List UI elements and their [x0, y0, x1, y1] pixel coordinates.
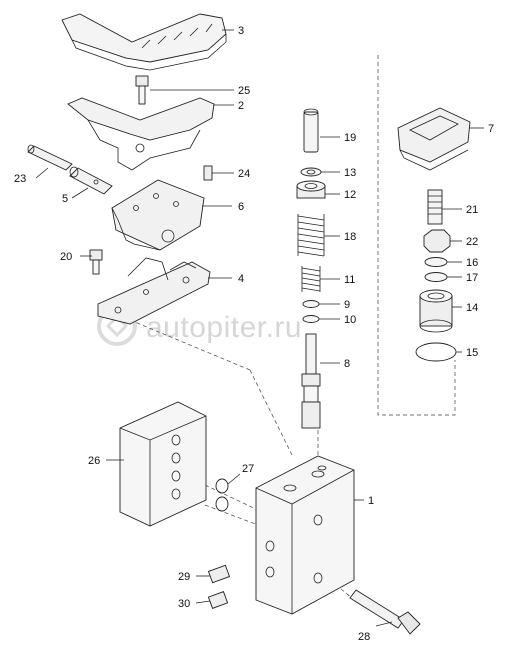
callout-8: 8: [344, 358, 350, 370]
plug-29: [207, 564, 231, 584]
callout-23: 23: [14, 173, 26, 185]
callout-9: 9: [344, 299, 350, 311]
leader-lines: [35, 29, 484, 627]
screw-24: [203, 165, 213, 181]
callout-1: 1: [368, 495, 374, 507]
spring-18: [297, 214, 325, 257]
assembly-guides: [129, 55, 456, 599]
callout-7: 7: [488, 123, 494, 135]
callout-27: 27: [242, 463, 254, 475]
callout-22: 22: [466, 236, 478, 248]
callout-29: 29: [178, 571, 190, 583]
callout-5: 5: [62, 193, 68, 205]
callout-20: 20: [60, 251, 72, 263]
callout-18: 18: [344, 231, 356, 243]
callout-11: 11: [344, 274, 355, 286]
callout-15: 15: [466, 347, 478, 359]
callout-16: 16: [466, 257, 478, 269]
bolt-28: [349, 589, 421, 635]
watermark: autopiter.ru: [97, 306, 302, 346]
callout-21: 21: [466, 204, 478, 216]
washer-9: [302, 300, 320, 308]
washer-10: [302, 315, 320, 323]
plug-30: [207, 591, 229, 609]
callout-labels: 3 25 2 24 6 4 23 5 20 19 13 12 18 11 9 1…: [14, 25, 494, 643]
pedal-arm: [67, 97, 215, 171]
callout-2: 2: [238, 100, 244, 112]
callout-14: 14: [466, 302, 478, 314]
guide-14: [419, 289, 453, 333]
washer-13: [300, 167, 322, 177]
pin-23: [27, 144, 73, 171]
nut-22: [423, 229, 451, 253]
bracket-6: [111, 179, 205, 251]
callout-10: 10: [344, 314, 356, 326]
oring-15: [415, 342, 457, 362]
callout-3: 3: [238, 25, 244, 37]
callout-17: 17: [466, 272, 478, 284]
bolt-20: [89, 249, 103, 275]
plate-26: [119, 401, 207, 527]
washer-17: [424, 272, 448, 282]
plunger-19: [303, 108, 319, 153]
callout-6: 6: [238, 201, 244, 213]
bolt-25: [135, 75, 149, 105]
callout-19: 19: [344, 132, 356, 144]
callout-4: 4: [238, 273, 244, 285]
spool-8: [301, 333, 321, 429]
oring-27: [215, 478, 229, 512]
ring-12: [296, 180, 326, 199]
watermark-text: autopiter.ru: [146, 311, 302, 344]
rod-21: [427, 189, 443, 225]
pedal-pad: [61, 13, 227, 71]
washer-16: [424, 257, 448, 267]
callout-24: 24: [238, 168, 250, 180]
callout-30: 30: [178, 598, 190, 610]
callout-26: 26: [88, 455, 100, 467]
pin-5: [69, 166, 113, 195]
callout-28: 28: [358, 631, 370, 643]
valve-body-1: [255, 455, 355, 615]
callout-25: 25: [238, 85, 250, 97]
callout-13: 13: [344, 167, 356, 179]
base-4: [97, 257, 211, 325]
boot-7: [397, 107, 471, 171]
spring-11: [301, 266, 321, 292]
callout-12: 12: [344, 189, 356, 201]
